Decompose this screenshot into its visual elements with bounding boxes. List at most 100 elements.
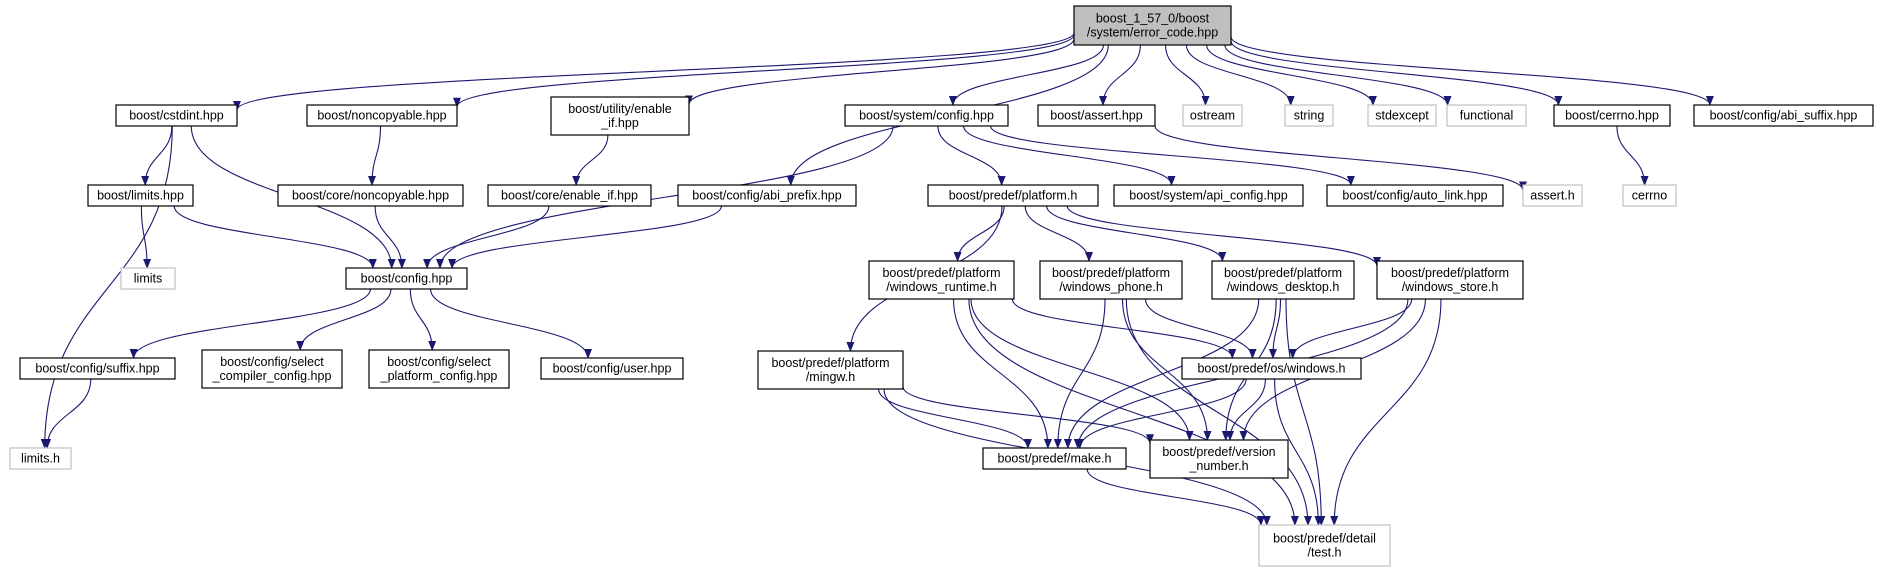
- node-label-mingw-1: /mingw.h: [806, 370, 855, 384]
- node-box-limits_hpp: [87, 184, 194, 207]
- edge-cstdint-to-limits_h: [40, 125, 173, 449]
- node-auto_link[interactable]: boost/config/auto_link.hpp: [1326, 184, 1504, 207]
- node-box-config_hpp: [345, 267, 468, 290]
- edge-root-to-functional: [1224, 44, 1452, 106]
- node-enable_if[interactable]: boost/utility/enable_if.hpp: [550, 96, 690, 136]
- node-cerrno_hpp[interactable]: boost/cerrno.hpp: [1553, 104, 1671, 127]
- node-mingw[interactable]: boost/predef/platform/mingw.h: [757, 350, 904, 390]
- node-box-version_number: [1149, 439, 1289, 479]
- node-sel_compiler[interactable]: boost/config/select_compiler_config.hpp: [201, 349, 343, 389]
- node-abi_prefix[interactable]: boost/config/abi_prefix.hpp: [677, 184, 857, 207]
- edge-suffix-to-limits_h: [43, 378, 92, 449]
- node-win_desktop[interactable]: boost/predef/platform/windows_desktop.h: [1211, 260, 1355, 300]
- node-box-core_enable_if: [487, 184, 652, 207]
- edge-config_hpp-to-suffix: [129, 288, 371, 359]
- node-label-win_phone-1: /windows_phone.h: [1059, 280, 1163, 294]
- edge-root-to-abi_suffix: [1230, 36, 1714, 106]
- edge-root-to-stdexcept: [1206, 44, 1377, 106]
- node-win_store[interactable]: boost/predef/platform/windows_store.h: [1376, 260, 1524, 300]
- node-label-config_hpp-0: boost/config.hpp: [361, 272, 453, 286]
- node-label-win_store-0: boost/predef/platform: [1391, 266, 1509, 280]
- node-win_runtime[interactable]: boost/predef/platform/windows_runtime.h: [868, 260, 1015, 300]
- node-label-limits_hpp-0: boost/limits.hpp: [97, 189, 184, 203]
- edge-limits_hpp-to-config_hpp: [173, 205, 377, 269]
- edge-win_runtime-to-os_windows: [1011, 298, 1237, 359]
- node-box-sel_compiler: [201, 349, 343, 389]
- node-stdexcept: stdexcept: [1367, 104, 1437, 127]
- edge-sys_config-to-config_hpp: [436, 125, 894, 269]
- node-sel_platform[interactable]: boost/config/select_platform_config.hpp: [368, 349, 510, 389]
- edge-os_windows-to-version_number: [1226, 378, 1266, 441]
- node-label-win_runtime-0: boost/predef/platform: [882, 266, 1000, 280]
- node-limits_hpp[interactable]: boost/limits.hpp: [87, 184, 194, 207]
- node-label-sel_compiler-0: boost/config/select: [220, 355, 324, 369]
- node-user_hpp[interactable]: boost/config/user.hpp: [540, 357, 684, 380]
- node-box-platform_h: [927, 184, 1099, 207]
- node-box-detail_test: [1258, 524, 1391, 567]
- node-label-noncopyable-0: boost/noncopyable.hpp: [317, 109, 446, 123]
- node-label-win_desktop-0: boost/predef/platform: [1224, 266, 1342, 280]
- node-win_phone[interactable]: boost/predef/platform/windows_phone.h: [1039, 260, 1183, 300]
- node-root[interactable]: boost_1_57_0/boost/system/error_code.hpp: [1073, 5, 1232, 46]
- edge-abi_prefix-to-config_hpp: [448, 205, 722, 269]
- node-box-os_windows: [1181, 357, 1362, 380]
- node-cstdint[interactable]: boost/cstdint.hpp: [115, 104, 238, 127]
- node-label-detail_test-0: boost/predef/detail: [1273, 532, 1376, 546]
- node-detail_test: boost/predef/detail/test.h: [1258, 524, 1391, 567]
- edge-root-to-cstdint: [233, 32, 1075, 111]
- node-core_noncopyable[interactable]: boost/core/noncopyable.hpp: [277, 184, 464, 207]
- node-label-win_phone-0: boost/predef/platform: [1052, 266, 1170, 280]
- node-platform_h[interactable]: boost/predef/platform.h: [927, 184, 1099, 207]
- edge-platform_h-to-win_store: [1066, 205, 1381, 267]
- edge-os_windows-to-detail_test: [1274, 378, 1323, 526]
- node-config_hpp[interactable]: boost/config.hpp: [345, 267, 468, 290]
- edge-win_runtime-to-detail_test: [968, 298, 1299, 526]
- edge-root-to-ostream: [1164, 44, 1210, 106]
- edge-enable_if-to-core_enable_if: [572, 134, 609, 186]
- node-version_number[interactable]: boost/predef/version_number.h: [1149, 439, 1289, 479]
- node-abi_suffix[interactable]: boost/config/abi_suffix.hpp: [1693, 104, 1874, 127]
- node-noncopyable[interactable]: boost/noncopyable.hpp: [306, 104, 458, 127]
- edge-root-to-sys_config: [948, 44, 1105, 106]
- node-box-abi_suffix: [1693, 104, 1874, 127]
- node-label-detail_test-1: /test.h: [1307, 546, 1341, 560]
- node-box-win_store: [1376, 260, 1524, 300]
- edge-root-to-cerrno_hpp: [1230, 40, 1563, 106]
- node-box-ostream: [1182, 104, 1243, 127]
- node-suffix[interactable]: boost/config/suffix.hpp: [19, 357, 176, 380]
- node-assert_hpp[interactable]: boost/assert.hpp: [1037, 104, 1156, 127]
- node-label-api_config-0: boost/system/api_config.hpp: [1129, 189, 1287, 203]
- node-label-sel_platform-1: _platform_config.hpp: [380, 369, 498, 383]
- node-box-win_runtime: [868, 260, 1015, 300]
- node-assert_h: assert.h: [1522, 184, 1583, 207]
- node-os_windows[interactable]: boost/predef/os/windows.h: [1181, 357, 1362, 380]
- node-label-user_hpp-0: boost/config/user.hpp: [553, 362, 672, 376]
- node-box-core_noncopyable: [277, 184, 464, 207]
- node-string: string: [1284, 104, 1334, 127]
- edge-win_store-to-os_windows: [1288, 298, 1413, 359]
- edge-sys_config-to-platform_h: [937, 125, 1006, 186]
- node-label-cerrno-0: cerrno: [1632, 189, 1667, 203]
- edge-cerrno_hpp-to-cerrno: [1616, 125, 1649, 186]
- node-box-mingw: [757, 350, 904, 390]
- node-make_h[interactable]: boost/predef/make.h: [982, 447, 1127, 470]
- node-label-os_windows-0: boost/predef/os/windows.h: [1197, 362, 1345, 376]
- node-sys_config[interactable]: boost/system/config.hpp: [844, 104, 1009, 127]
- node-box-limits_h: [9, 447, 72, 470]
- node-core_enable_if[interactable]: boost/core/enable_if.hpp: [487, 184, 652, 207]
- node-label-string-0: string: [1294, 109, 1325, 123]
- edge-win_phone-to-make_h: [1053, 298, 1106, 449]
- nodes-layer: boost_1_57_0/boost/system/error_code.hpp…: [9, 5, 1874, 567]
- node-box-functional: [1446, 104, 1527, 127]
- node-label-win_store-1: /windows_store.h: [1402, 280, 1499, 294]
- node-label-stdexcept-0: stdexcept: [1375, 109, 1429, 123]
- node-api_config[interactable]: boost/system/api_config.hpp: [1113, 184, 1304, 207]
- node-box-api_config: [1113, 184, 1304, 207]
- edge-win_runtime-to-version_number: [970, 298, 1194, 441]
- edge-sys_config-to-auto_link: [990, 125, 1355, 186]
- edge-make_h-to-detail_test: [1086, 468, 1265, 526]
- node-box-win_desktop: [1211, 260, 1355, 300]
- edge-noncopyable-to-core_noncopyable: [368, 125, 382, 186]
- node-box-stdexcept: [1367, 104, 1437, 127]
- node-label-version_number-1: _number.h: [1188, 459, 1248, 473]
